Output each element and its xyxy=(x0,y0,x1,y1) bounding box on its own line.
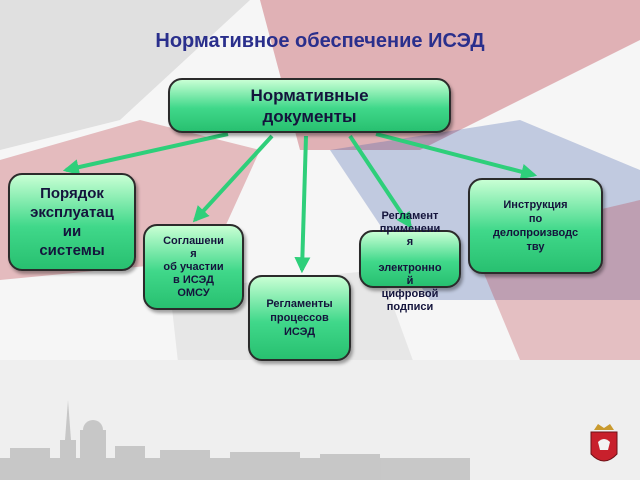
coat-of-arms-icon xyxy=(590,424,618,462)
arrow-to-n3 xyxy=(294,135,311,274)
page-title: Нормативное обеспечение ИСЭД xyxy=(155,30,485,52)
child-node-4: Регламент применени я электронно й цифро… xyxy=(359,210,461,313)
arrow-to-n4 xyxy=(348,134,412,229)
child-node-4-label: Регламент применени я электронно й цифро… xyxy=(378,210,442,313)
city-skyline-silhouette xyxy=(0,400,470,480)
child-node-5: Инструкция по делопроизводс тву xyxy=(468,178,603,274)
root-node: Нормативные документы xyxy=(168,78,451,133)
child-node-2: Соглашени я об участии в ИСЭД ОМСУ xyxy=(143,224,244,310)
arrow-to-n2 xyxy=(192,134,274,223)
child-node-3: Регламенты процессов ИСЭД xyxy=(248,275,351,361)
child-node-1: Порядок эксплуатац ии системы xyxy=(8,173,136,271)
arrow-to-n1 xyxy=(62,132,229,176)
arrow-to-n5 xyxy=(375,132,538,180)
